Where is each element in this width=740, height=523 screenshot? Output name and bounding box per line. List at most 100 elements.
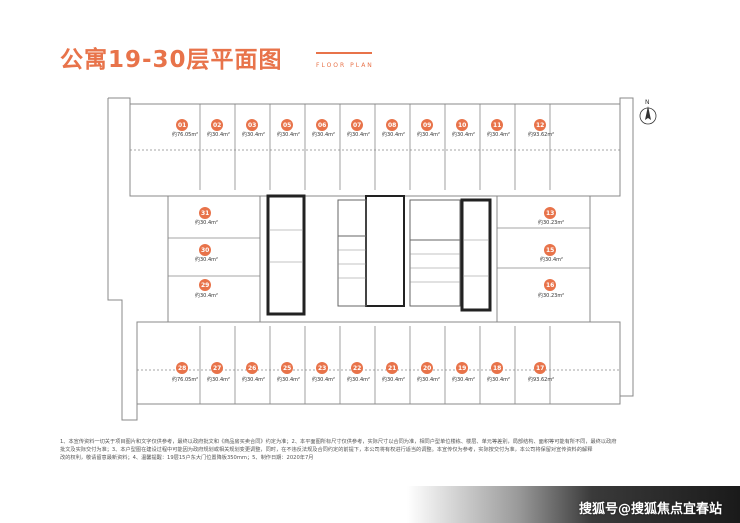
unit-area: 约30.4m²	[242, 376, 265, 383]
unit-area: 约30.4m²	[382, 131, 405, 138]
unit-number: 17	[536, 365, 544, 372]
watermark: 搜狐号@搜狐焦点宜春站	[578, 502, 722, 517]
unit-number: 31	[201, 210, 209, 217]
unit-16: 16 约30.23m²	[538, 279, 564, 299]
unit-number: 10	[458, 122, 466, 129]
top-row-walls	[130, 104, 620, 190]
unit-area: 约30.4m²	[277, 131, 300, 138]
unit-23: 23 约30.4m²	[312, 362, 335, 383]
unit-03: 03 约30.4m²	[242, 119, 265, 138]
unit-area: 约30.4m²	[195, 256, 218, 263]
unit-12: 12 约93.62m²	[528, 119, 554, 138]
note-line: 改的权利，敬请留意最新资料；4、温馨提醒：19层15户东大门位置降板350mm；…	[60, 455, 314, 461]
unit-area: 约93.62m²	[528, 376, 554, 383]
unit-number: 07	[353, 122, 361, 129]
unit-area: 约30.4m²	[242, 131, 265, 138]
unit-09: 09 约30.4m²	[417, 119, 440, 138]
unit-area: 约30.4m²	[207, 376, 230, 383]
unit-area: 约30.4m²	[195, 292, 218, 299]
unit-number: 22	[353, 365, 361, 372]
unit-15: 15 约30.4m²	[540, 244, 563, 263]
unit-number: 30	[201, 247, 209, 254]
unit-20: 20 约30.4m²	[417, 362, 440, 383]
footer-bar	[0, 486, 740, 523]
unit-area: 约30.4m²	[452, 131, 475, 138]
disclaimer-notes: 1、本宣传资料一切关于项目图片和文字仅供参考，最终以政府批文和《商品房买卖合同》…	[60, 438, 700, 462]
unit-25: 25 约30.4m²	[277, 362, 300, 383]
unit-area: 约30.4m²	[417, 131, 440, 138]
unit-17: 17 约93.62m²	[528, 362, 554, 383]
unit-number: 11	[493, 122, 501, 129]
unit-area: 约30.4m²	[417, 376, 440, 383]
unit-number: 16	[546, 282, 554, 289]
unit-06: 06 约30.4m²	[312, 119, 335, 138]
unit-30: 30 约30.4m²	[195, 244, 218, 263]
unit-area: 约93.62m²	[528, 131, 554, 138]
unit-area: 约30.4m²	[347, 131, 370, 138]
unit-area: 约30.4m²	[487, 376, 510, 383]
unit-11: 11 约30.4m²	[487, 119, 510, 138]
unit-area: 约76.05m²	[172, 131, 198, 138]
unit-area: 约30.4m²	[207, 131, 230, 138]
unit-number: 23	[318, 365, 326, 372]
unit-02: 02 约30.4m²	[207, 119, 230, 138]
unit-area: 约30.4m²	[277, 376, 300, 383]
unit-number: 02	[213, 122, 221, 129]
page-title: 公寓19-30层平面图	[60, 47, 283, 73]
title-divider	[316, 52, 372, 54]
unit-27: 27 约30.4m²	[207, 362, 230, 383]
unit-05: 05 约30.4m²	[277, 119, 300, 138]
unit-28: 28 约76.05m²	[172, 362, 198, 383]
note-line: 批文及实际交付为准；3、本户型图在建设过程中可能因为政府规划或相关规划变更调整，…	[60, 447, 593, 453]
unit-number: 15	[546, 247, 554, 254]
unit-08: 08 约30.4m²	[382, 119, 405, 138]
unit-area: 约30.4m²	[347, 376, 370, 383]
north-arrow-icon: N	[639, 99, 657, 125]
unit-number: 21	[388, 365, 396, 372]
unit-number: 03	[248, 122, 256, 129]
unit-area: 约30.4m²	[195, 219, 218, 226]
unit-number: 09	[423, 122, 431, 129]
unit-number: 06	[318, 122, 326, 129]
unit-number: 08	[388, 122, 396, 129]
unit-area: 约30.4m²	[382, 376, 405, 383]
unit-area: 约30.23m²	[538, 219, 564, 226]
unit-labels: 01 约76.05m² 02 约30.4m² 03 约30.4m² 05 约30.4m²…	[172, 119, 564, 383]
unit-18: 18 约30.4m²	[487, 362, 510, 383]
unit-21: 21 约30.4m²	[382, 362, 405, 383]
unit-number: 18	[493, 365, 501, 372]
unit-number: 20	[423, 365, 431, 372]
unit-07: 07 约30.4m²	[347, 119, 370, 138]
unit-number: 01	[178, 122, 186, 129]
unit-29: 29 约30.4m²	[195, 279, 218, 299]
unit-number: 05	[283, 122, 291, 129]
unit-area: 约76.05m²	[172, 376, 198, 383]
unit-area: 约30.4m²	[540, 256, 563, 263]
unit-area: 约30.23m²	[538, 292, 564, 299]
unit-area: 约30.4m²	[312, 376, 335, 383]
note-line: 1、本宣传资料一切关于项目图片和文字仅供参考，最终以政府批文和《商品房买卖合同》…	[60, 439, 617, 445]
unit-number: 25	[283, 365, 291, 372]
unit-area: 约30.4m²	[312, 131, 335, 138]
unit-area: 约30.4m²	[452, 376, 475, 383]
unit-number: 13	[546, 210, 554, 217]
core	[266, 194, 492, 316]
unit-19: 19 约30.4m²	[452, 362, 475, 383]
unit-number: 12	[536, 122, 544, 129]
north-label: N	[645, 99, 650, 106]
unit-01: 01 约76.05m²	[172, 119, 198, 138]
unit-area: 约30.4m²	[487, 131, 510, 138]
unit-number: 28	[178, 365, 186, 372]
unit-number: 29	[201, 282, 209, 289]
unit-31: 31 约30.4m²	[195, 207, 218, 226]
unit-10: 10 约30.4m²	[452, 119, 475, 138]
bottom-row-walls	[137, 326, 620, 404]
side-wing-walls	[168, 227, 590, 277]
unit-22: 22 约30.4m²	[347, 362, 370, 383]
unit-number: 19	[458, 365, 466, 372]
unit-number: 27	[213, 365, 221, 372]
page-subtitle: FLOOR PLAN	[316, 62, 374, 69]
unit-13: 13 约30.23m²	[538, 207, 564, 226]
